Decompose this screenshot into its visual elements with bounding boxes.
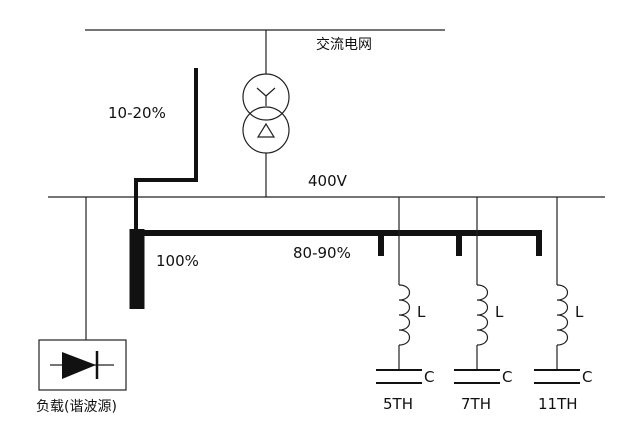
pct-top-label: 10-20% (108, 104, 166, 122)
diode-icon (50, 351, 114, 379)
harmonic-label-7th: 7TH (461, 395, 491, 413)
inductor-label-5th: L (417, 303, 426, 321)
capacitor-label-7th: C (502, 368, 512, 386)
inductor-label-7th: L (495, 303, 504, 321)
filter-5th: L C 5TH (376, 197, 434, 413)
inductor-icon (476, 284, 489, 346)
inductor-icon (398, 284, 411, 346)
pct-left-label: 100% (156, 252, 199, 270)
capacitor-label-5th: C (424, 368, 434, 386)
capacitor-label-11th: C (582, 368, 592, 386)
load-label: 负载(谐波源) (36, 399, 117, 415)
harmonic-label-5th: 5TH (383, 395, 413, 413)
filter-7th: L C 7TH (454, 197, 512, 413)
inductor-label-11th: L (575, 303, 584, 321)
residual-current-path (134, 68, 198, 235)
grid-label: 交流电网 (316, 36, 372, 53)
load-box (38, 339, 127, 391)
filter-11th: L C 11TH (534, 197, 592, 413)
transformer-wye-delta-icon (242, 30, 290, 197)
voltage-label: 400V (308, 172, 348, 190)
inductor-icon (556, 284, 569, 346)
harmonic-label-11th: 11TH (538, 395, 578, 413)
pct-mid-label: 80-90% (293, 244, 351, 262)
